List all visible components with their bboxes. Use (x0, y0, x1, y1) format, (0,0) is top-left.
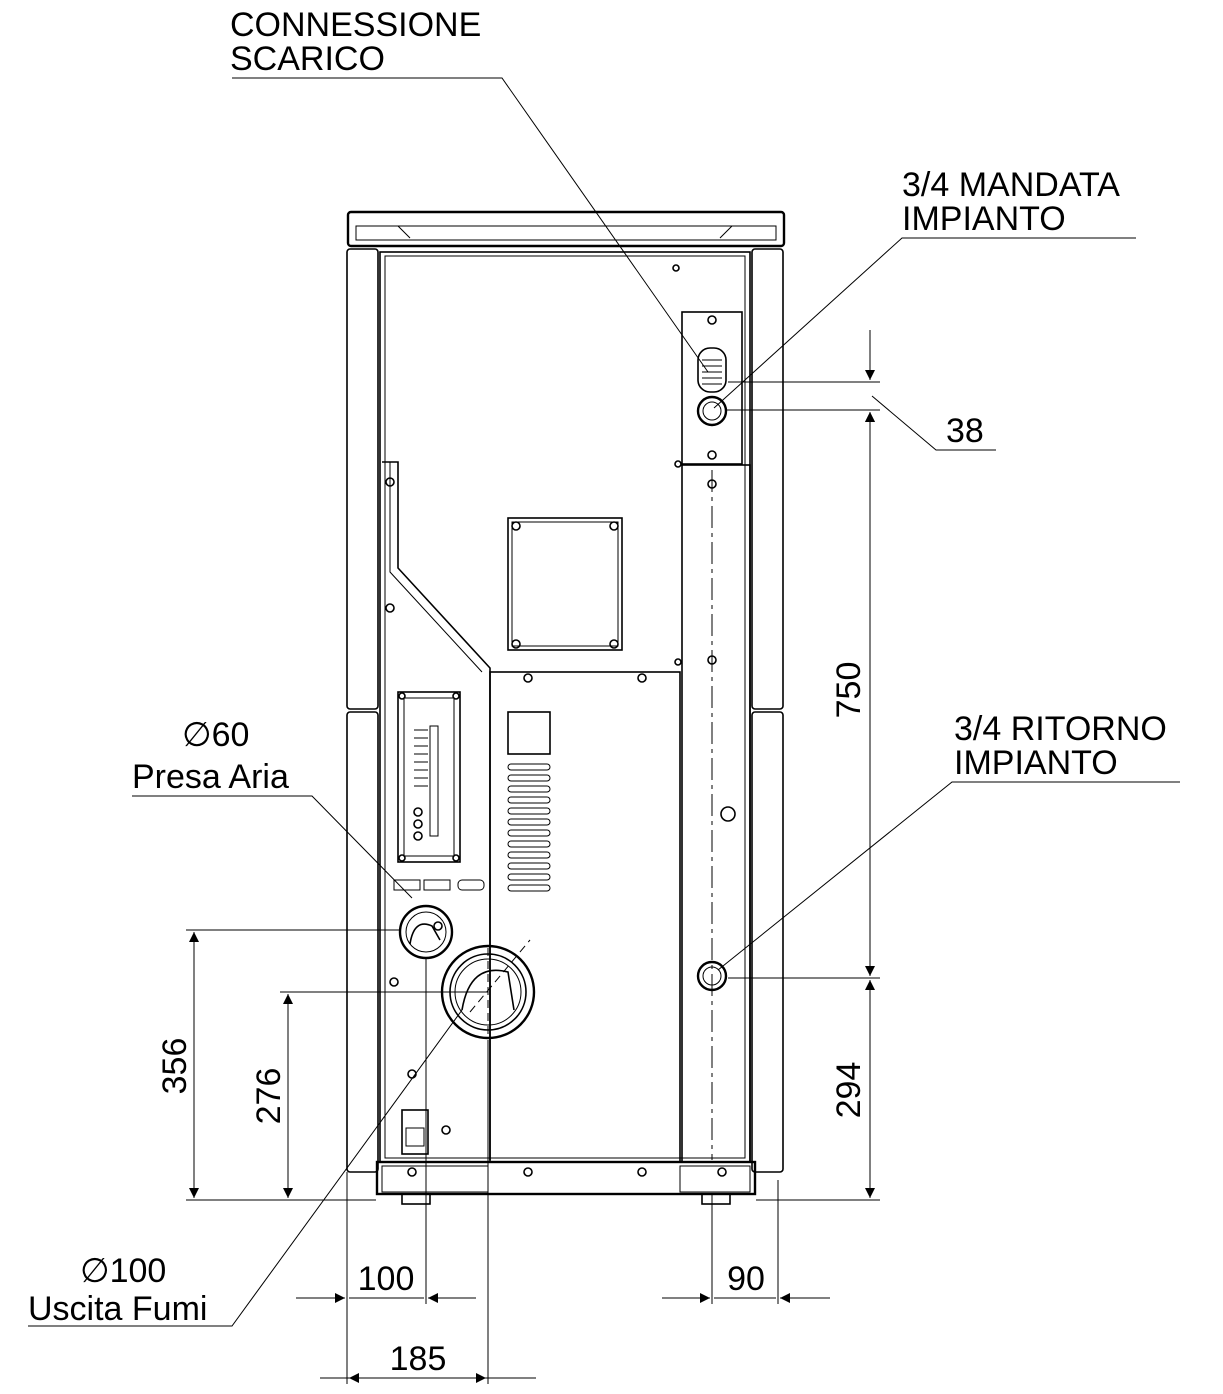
hydraulic-plate (681, 311, 743, 465)
fumi-diameter-label: ∅100 (80, 1252, 166, 1290)
inspection-plate (507, 517, 623, 651)
power-socket (401, 1109, 429, 1155)
scarico-label-line2: SCARICO (230, 40, 385, 78)
aria-name-label: Presa Aria (132, 758, 289, 796)
aria-diameter-label: ∅60 (182, 716, 249, 754)
dim-185: 185 (390, 1340, 447, 1378)
dim-750: 750 (830, 662, 868, 719)
dim-294: 294 (830, 1062, 868, 1119)
mandata-label-line2: IMPIANTO (902, 200, 1066, 238)
flue-outlet-pipe (440, 939, 536, 1040)
dimension-values: 38 750 294 356 276 100 185 90 (156, 412, 984, 1378)
air-intake-pipe (398, 904, 454, 960)
callout-labels: CONNESSIONE SCARICO 3/4 MANDATA IMPIANTO… (28, 6, 1167, 1328)
ventilation-slots (507, 763, 551, 892)
control-board (397, 691, 461, 863)
right-side-panel (751, 248, 784, 710)
mandata-label-line1: 3/4 MANDATA (902, 166, 1120, 204)
scarico-label-line1: CONNESSIONE (230, 6, 481, 44)
dim-90: 90 (727, 1260, 765, 1298)
stove-rear-view (346, 210, 786, 1205)
dim-276: 276 (250, 1068, 288, 1125)
dim-356: 356 (156, 1038, 194, 1095)
dim-38: 38 (946, 412, 984, 450)
dim-100: 100 (358, 1260, 415, 1298)
ritorno-label-line1: 3/4 RITORNO (954, 710, 1167, 748)
fumi-name-label: Uscita Fumi (28, 1290, 207, 1328)
left-side-panel (346, 248, 379, 710)
dimension-lines (186, 330, 996, 1384)
callout-leaders (28, 77, 1180, 1327)
ritorno-label-line2: IMPIANTO (954, 744, 1118, 782)
